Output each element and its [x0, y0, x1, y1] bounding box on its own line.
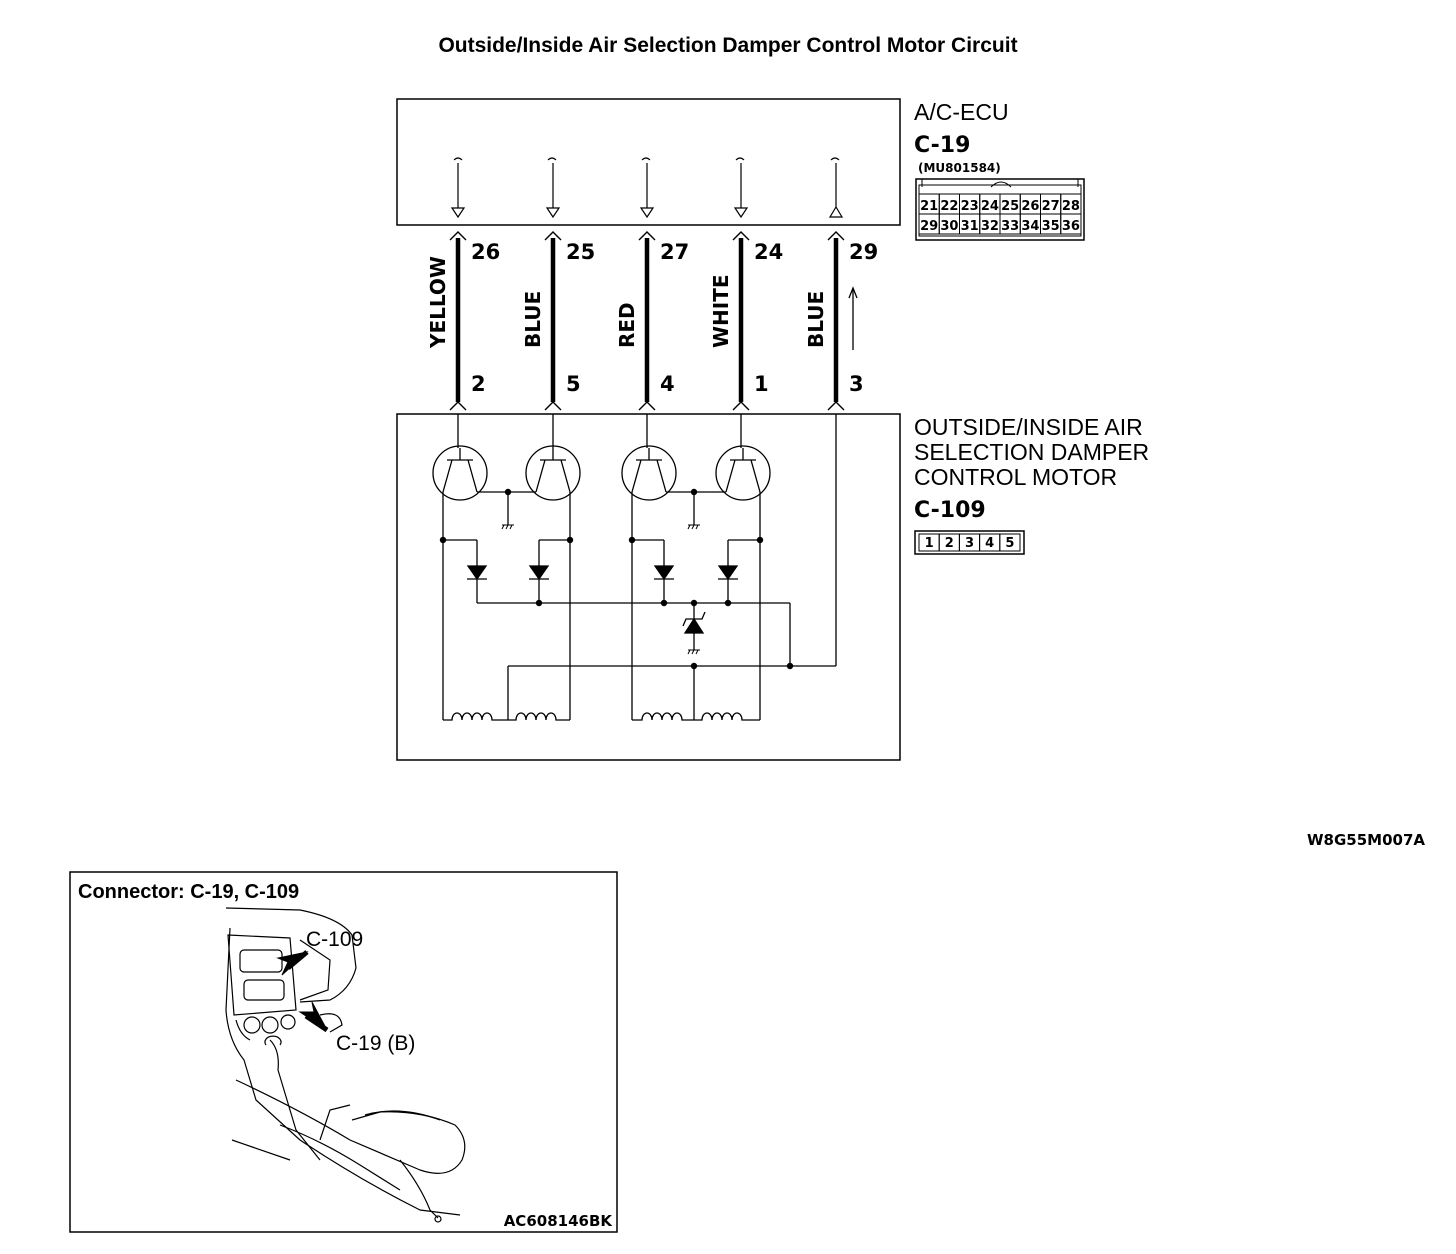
motor-name-line: OUTSIDE/INSIDE AIR: [914, 414, 1143, 440]
ecu-pin-26-symbol: [450, 157, 466, 219]
connector-pin-cell: 23: [959, 193, 981, 215]
connector-label-c19: C-19 (B): [336, 1032, 415, 1055]
connector-pin-number: 21: [920, 199, 938, 214]
ground-symbols: [501, 524, 700, 655]
connector-pin-cell: 31: [959, 213, 981, 235]
transistor-2: [525, 445, 581, 501]
connector-pin-number: 36: [1062, 219, 1080, 234]
connector-pin-number: 32: [981, 219, 999, 234]
connector-pin-number: 25: [1001, 199, 1019, 214]
connector-pin-cell: 21: [918, 193, 940, 215]
connector-pin-number: 1: [925, 536, 934, 551]
connector-pin-cell: 30: [938, 213, 960, 235]
wire-color-label: WHITE: [709, 274, 733, 348]
connector-pin-number: 26: [1021, 199, 1039, 214]
connector-pin-cell: 1: [918, 533, 940, 552]
connector-pin-cell: 5: [999, 533, 1021, 552]
motor-pin-number: 3: [849, 372, 864, 396]
connector-pin-cell: 25: [999, 193, 1021, 215]
motor-name-line: CONTROL MOTOR: [914, 464, 1117, 490]
connector-location-box: [69, 871, 618, 1233]
connector-pin-number: 34: [1021, 219, 1039, 234]
connector-pin-cell: 2: [938, 533, 960, 552]
connector-pin-cell: 29: [918, 213, 940, 235]
connector-pin-cell: 34: [1019, 213, 1041, 235]
transistor-1: [432, 445, 488, 501]
motor-pin-number: 2: [471, 372, 486, 396]
transistor-3: [621, 445, 677, 501]
connector-box-title: Connector: C-19, C-109: [78, 881, 299, 903]
wire-color-label: BLUE: [521, 291, 545, 348]
ecu-pin-29-symbol: [828, 157, 844, 218]
wire-color-label: BLUE: [804, 291, 828, 348]
connector-pin-number: 2: [945, 536, 954, 551]
ecu-internal-pins: [450, 157, 844, 219]
connector-pin-cell: 32: [979, 213, 1001, 235]
motor-box: [396, 413, 901, 761]
connector-pin-cell: 36: [1060, 213, 1082, 235]
wire-lines: [455, 238, 839, 402]
connector-pin-cell: 24: [979, 193, 1001, 215]
connector-pin-number: 30: [940, 219, 958, 234]
motor-name-line: SELECTION DAMPER: [914, 439, 1149, 465]
diagram-title: Outside/Inside Air Selection Damper Cont…: [438, 34, 1017, 57]
connector-pin-number: 22: [940, 199, 958, 214]
pointer-arrows: [276, 950, 329, 1033]
ecu-pin-number: 24: [754, 240, 783, 264]
connector-pin-cell: 28: [1060, 193, 1082, 215]
coil-2: [508, 712, 570, 721]
connector-label-c109: C-109: [306, 928, 363, 951]
connector-pin-number: 23: [961, 199, 979, 214]
motor-pin-number: 1: [754, 372, 769, 396]
transistor-4: [715, 445, 771, 501]
connector-pin-cell: 26: [1019, 193, 1041, 215]
connector-pin-number: 29: [920, 219, 938, 234]
connector-pin-cell: 3: [958, 533, 981, 552]
ecu-name: A/C-ECU: [914, 99, 1009, 125]
ecu-pin-number: 26: [471, 240, 500, 264]
ecu-pin-number: 27: [660, 240, 689, 264]
ecu-pin-number: 29: [849, 240, 878, 264]
junction-dots: [439, 488, 794, 670]
console-illustration: [225, 907, 466, 1223]
connector-pin-number: 4: [985, 536, 994, 551]
ecu-pin-24-symbol: [733, 157, 749, 219]
ecu-part-number: (MU801584): [918, 161, 1001, 175]
coil-1: [443, 712, 508, 721]
ecu-box: [396, 98, 901, 226]
connector-pin-cell: 22: [938, 193, 960, 215]
ecu-pin-number: 25: [566, 240, 595, 264]
connector-pin-cell: 35: [1040, 213, 1062, 235]
coil-4: [694, 712, 760, 721]
motor-pin-number: 5: [566, 372, 581, 396]
ecu-pin-25-symbol: [545, 157, 561, 219]
diodes: [466, 565, 739, 634]
ecu-pin-27-symbol: [639, 157, 655, 219]
connector-pin-number: 3: [965, 536, 974, 551]
connector-pin-number: 28: [1062, 199, 1080, 214]
motor-connector: C-109: [914, 498, 986, 523]
connector-pin-number: 5: [1005, 536, 1014, 551]
connector-pin-cell: 33: [999, 213, 1021, 235]
connector-pin-cell: 4: [979, 533, 1001, 552]
coil-3: [632, 712, 694, 721]
connector-pin-cell: 27: [1040, 193, 1062, 215]
ecu-connector: C-19: [914, 133, 970, 158]
signal-direction-arrow: [848, 286, 858, 350]
connector-pin-number: 27: [1042, 199, 1060, 214]
wire-color-label: RED: [615, 302, 639, 348]
wire-color-label: YELLOW: [426, 256, 450, 349]
connector-pin-number: 24: [981, 199, 999, 214]
motor-internal-circuit: [432, 414, 837, 721]
connector-pin-number: 31: [961, 219, 979, 234]
connector-chevrons: [449, 231, 845, 411]
connector-pin-number: 35: [1042, 219, 1060, 234]
connector-pin-number: 33: [1001, 219, 1019, 234]
diagram-code: W8G55M007A: [1307, 831, 1425, 849]
motor-pin-number: 4: [660, 372, 675, 396]
figure-code: AC608146BK: [504, 1212, 614, 1230]
